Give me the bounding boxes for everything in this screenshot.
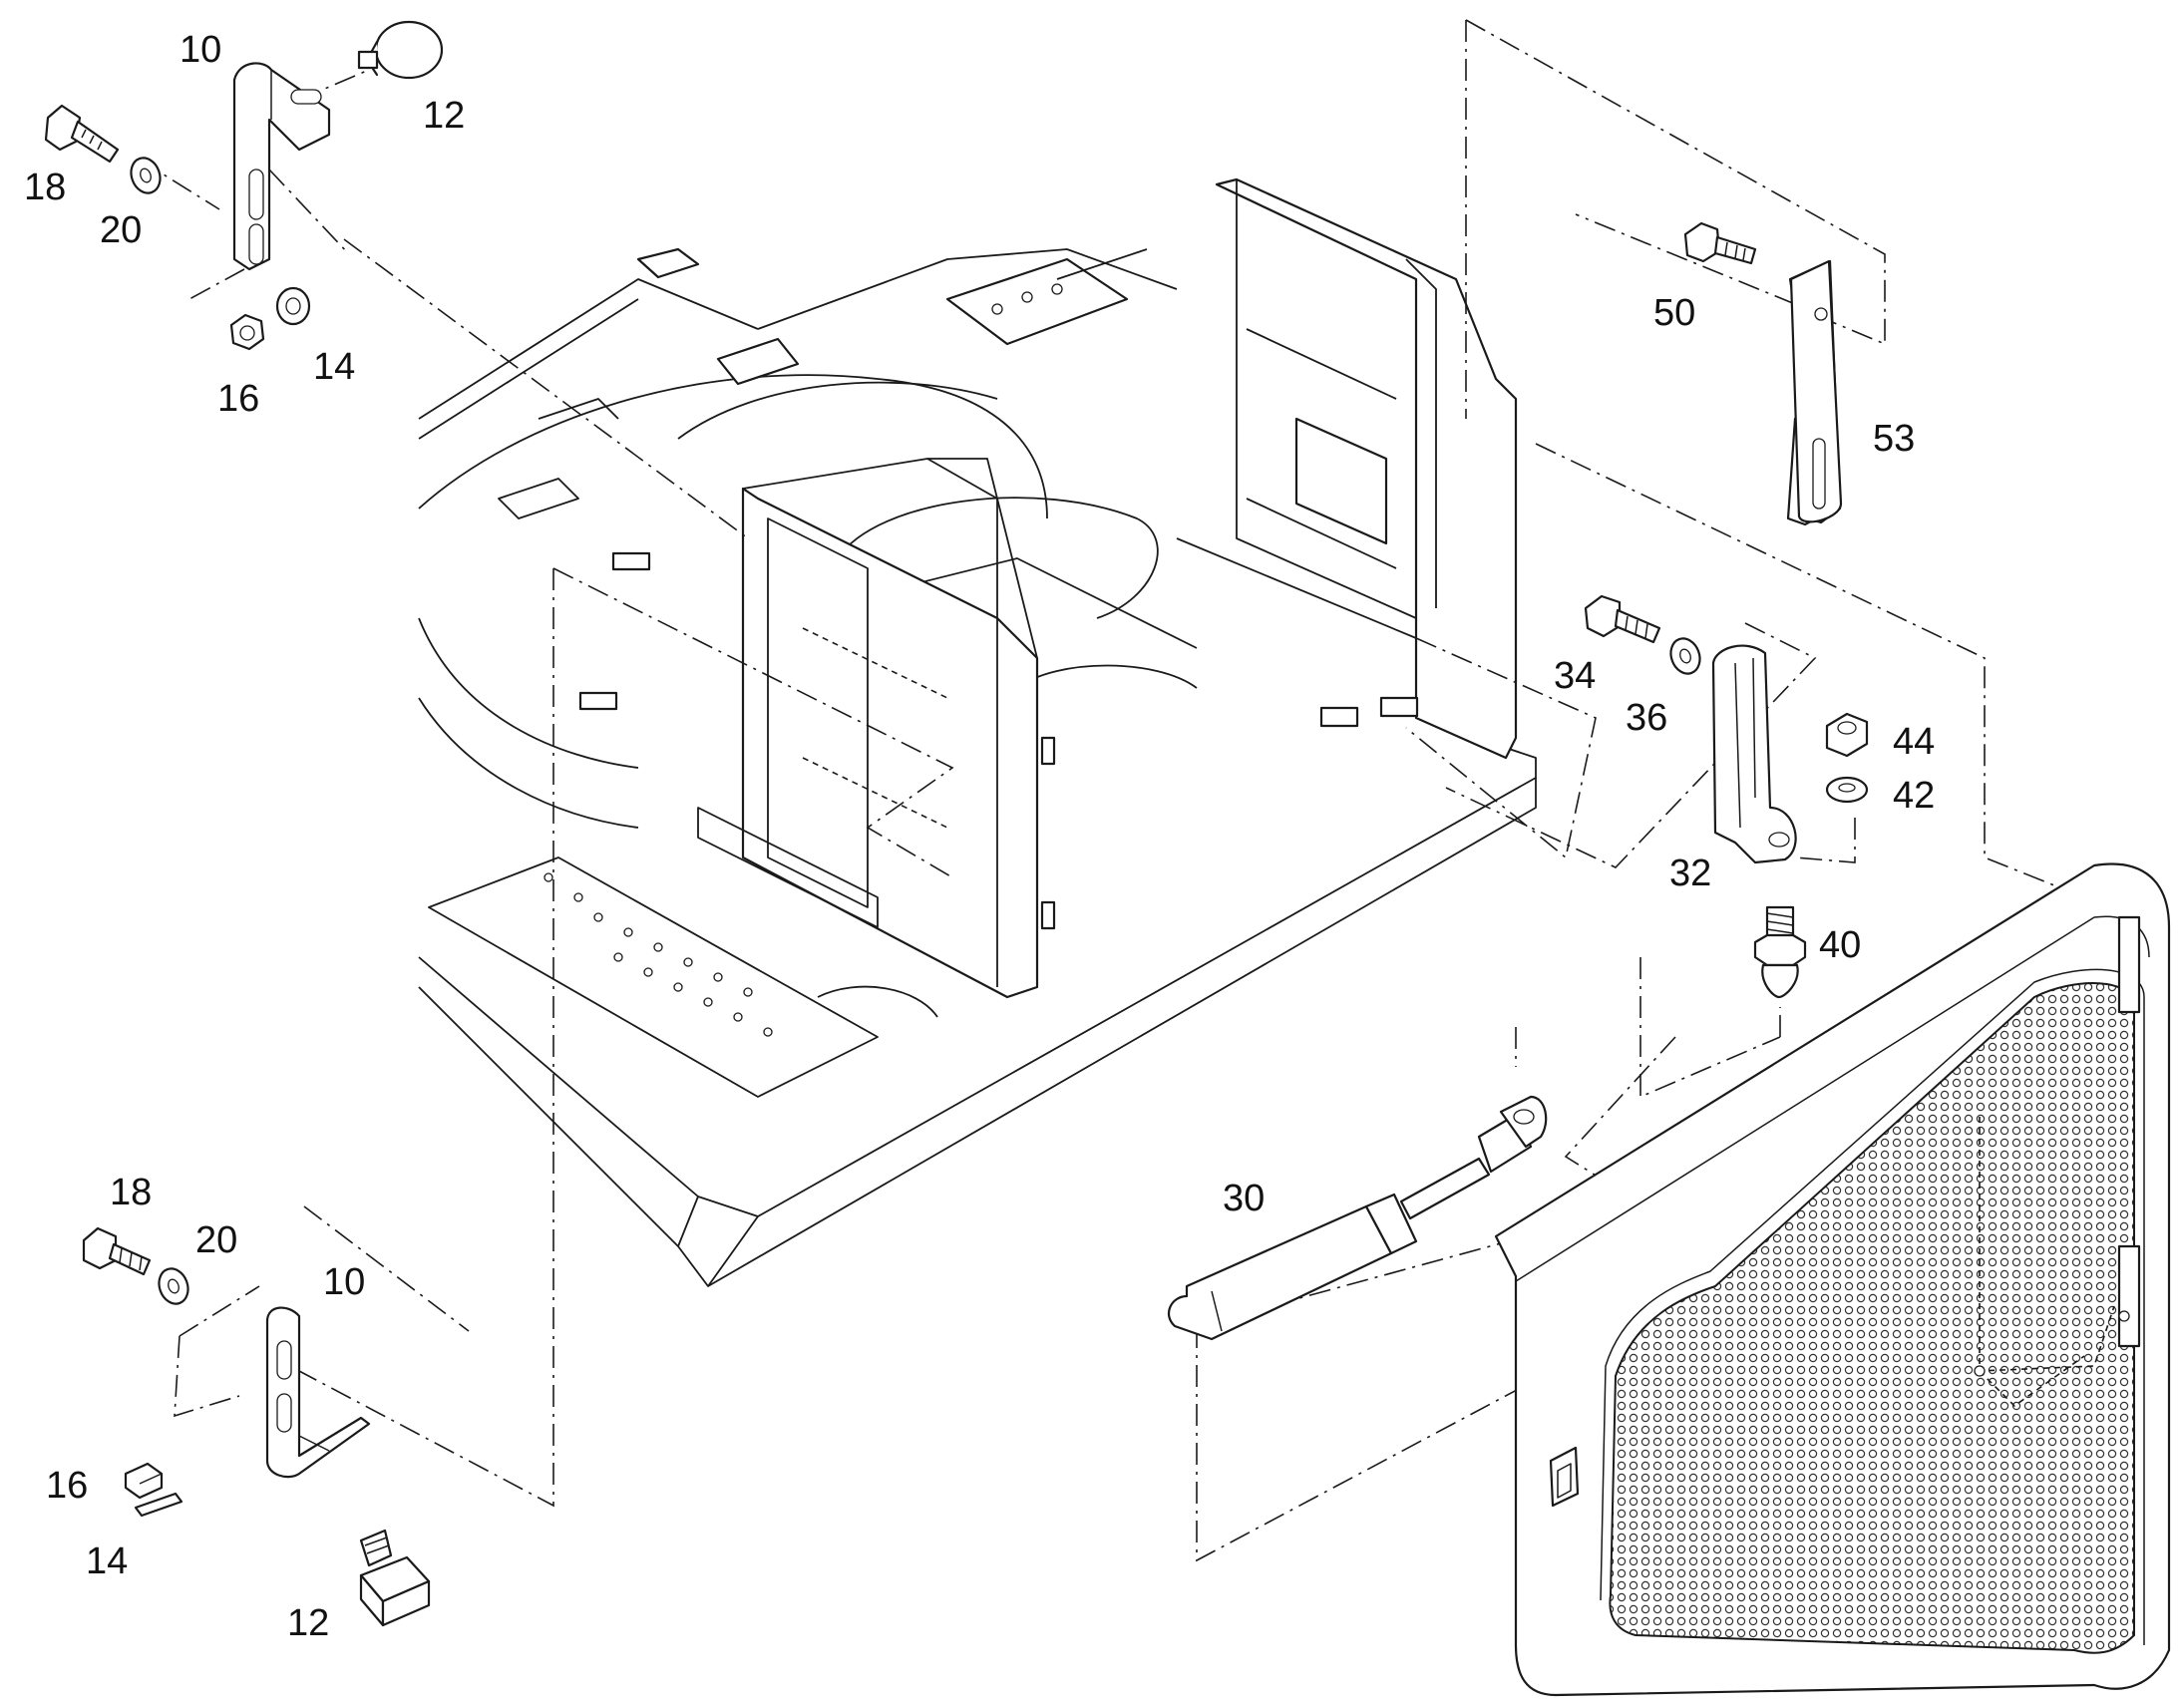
callout-18-bottom: 18 — [110, 1172, 152, 1213]
callout-20-bottom: 20 — [195, 1219, 237, 1261]
gas-strut-part-30 — [1168, 1095, 1548, 1341]
nut-part-44 — [1825, 712, 1869, 758]
bracket-part-10-bottom — [265, 1306, 371, 1479]
bracket-part-10-top — [232, 62, 331, 271]
callout-36: 36 — [1626, 697, 1667, 739]
washer-part-14-top — [275, 286, 311, 326]
callout-20-top: 20 — [100, 209, 142, 251]
washer-part-36 — [1669, 637, 1701, 675]
callout-16-top: 16 — [217, 378, 259, 420]
callout-30: 30 — [1223, 1178, 1265, 1219]
callout-labels: 10 12 18 20 14 16 50 53 34 36 44 42 32 4… — [24, 29, 1935, 1644]
nut-part-16-top — [229, 313, 265, 351]
callout-16-bottom: 16 — [46, 1465, 88, 1507]
bolt-part-50 — [1683, 221, 1757, 265]
callout-42: 42 — [1893, 775, 1935, 817]
step-plate-holes — [544, 872, 773, 1037]
washer-part-14-bottom — [134, 1492, 183, 1518]
knob-part-12-top — [357, 20, 444, 80]
ball-stud-part-40 — [1753, 905, 1807, 999]
bolt-part-34 — [1584, 594, 1661, 644]
bolt-part-18-bottom — [82, 1226, 152, 1276]
callout-14-bottom: 14 — [86, 1540, 128, 1582]
callout-34: 34 — [1554, 655, 1596, 697]
callout-18-top: 18 — [24, 167, 66, 208]
bolt-part-18-top — [44, 104, 120, 164]
machine-frame — [418, 177, 1537, 1287]
knob-part-12-bottom — [359, 1529, 431, 1627]
washer-part-20-bottom — [158, 1267, 189, 1305]
callout-53: 53 — [1873, 418, 1915, 460]
callout-14-top: 14 — [313, 346, 355, 388]
washer-part-42 — [1825, 776, 1869, 804]
callout-32: 32 — [1669, 853, 1711, 894]
bracket-part-32 — [1711, 644, 1797, 864]
callout-10-bottom: 10 — [323, 1261, 365, 1303]
nut-part-16-bottom — [124, 1462, 164, 1500]
washer-part-20-top — [130, 157, 162, 194]
side-door-panel — [1494, 862, 2171, 1697]
callout-44: 44 — [1893, 721, 1935, 763]
strap-part-53 — [1786, 259, 1843, 526]
callout-10-top: 10 — [180, 29, 221, 71]
callout-40: 40 — [1819, 924, 1861, 966]
callout-50: 50 — [1653, 292, 1695, 334]
callout-12-bottom: 12 — [287, 1602, 329, 1644]
callout-12-top: 12 — [423, 95, 465, 137]
